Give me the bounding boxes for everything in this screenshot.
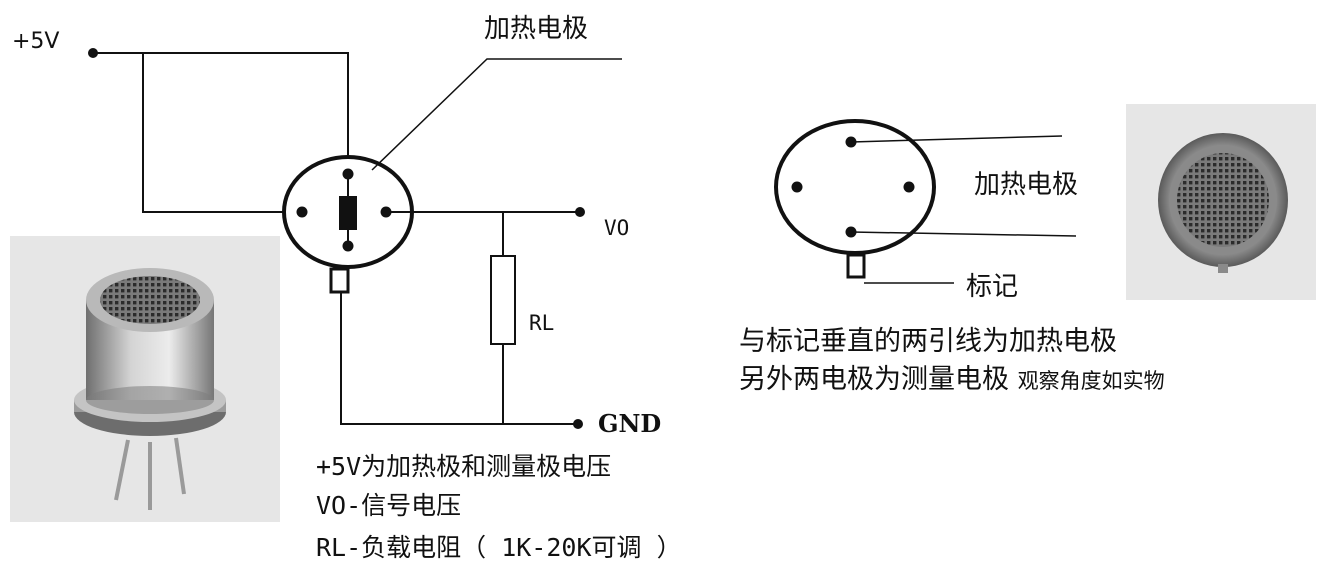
sensor-photo-top (1126, 104, 1316, 300)
pinout-body (774, 119, 936, 255)
ground-terminal (573, 419, 583, 429)
orientation-mark-label: 标记 (966, 272, 1019, 302)
circuit-note-1: +5V为加热极和测量极电压 (316, 452, 612, 481)
heater-line-top (850, 135, 1063, 143)
sensor-circuit (88, 48, 622, 429)
circuit-note-2: VO-信号电压 (316, 491, 462, 520)
heater-leader-line (371, 58, 622, 171)
pinout-note-2-suffix: 观察角度如实物 (1017, 369, 1165, 393)
supply-label: +5V (12, 29, 60, 54)
load-resistor (490, 255, 516, 345)
circuit-note-3: RL-负载电阻（ 1K-20K可调 ） (316, 533, 682, 562)
heater-line-bottom (850, 231, 1077, 237)
pinout-pin-left (791, 181, 803, 193)
pinout-note-2-main: 另外两电极为测量电极 (739, 364, 1009, 395)
output-voltage-label: VO (604, 216, 630, 240)
pinout-mark-tab (846, 253, 866, 279)
load-resistor-label: RL (529, 311, 555, 335)
ground-wire (340, 292, 574, 425)
pinout-note-1: 与标记垂直的两引线为加热电极 (739, 326, 1117, 357)
pinout-pin-right (903, 181, 915, 193)
ground-label: GND (598, 409, 662, 438)
heater-electrode-label: 加热电极 (484, 14, 589, 44)
orientation-tab (329, 267, 350, 294)
output-terminal (575, 207, 585, 217)
sensor-pin-left (296, 206, 308, 218)
sensor-photo-side (10, 236, 280, 522)
pinout-diagram (774, 119, 1077, 284)
heater-element (339, 196, 357, 230)
supply-wire-left (142, 53, 290, 213)
supply-wire-top (93, 52, 349, 160)
pinout-heater-label: 加热电极 (974, 170, 1079, 200)
pinout-note-2: 另外两电极为测量电极 观察角度如实物 (739, 366, 1165, 393)
